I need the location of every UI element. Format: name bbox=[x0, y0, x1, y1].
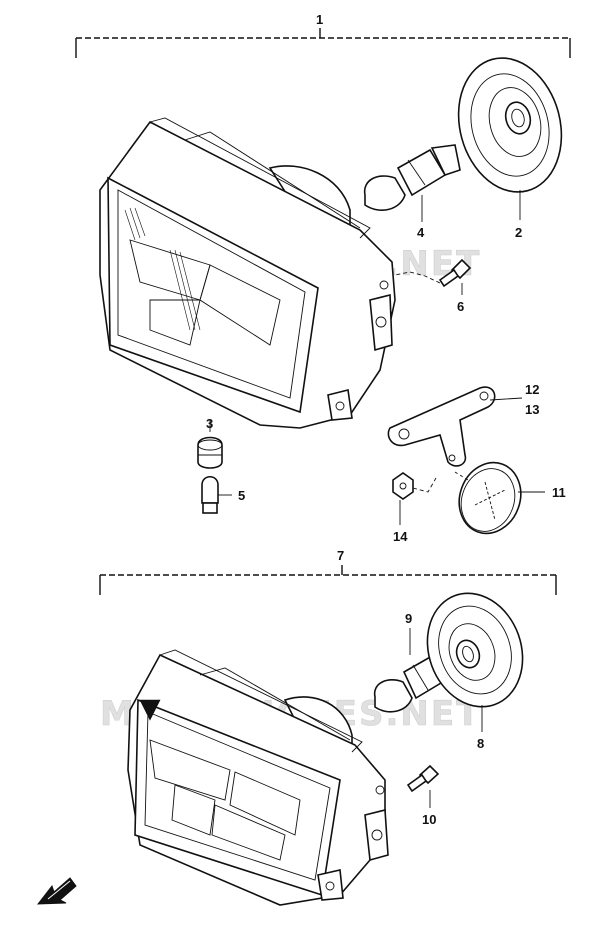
nut-14 bbox=[392, 472, 414, 500]
label-8: 8 bbox=[477, 736, 484, 751]
label-14: 14 bbox=[393, 529, 408, 544]
headlamp-housing-bottom bbox=[127, 649, 389, 906]
leader-12 bbox=[489, 397, 523, 401]
screw-10 bbox=[406, 764, 440, 793]
label-4: 4 bbox=[417, 225, 425, 240]
front-arrow-icon bbox=[36, 877, 77, 905]
bulb-4 bbox=[363, 144, 461, 211]
label-9: 9 bbox=[405, 611, 412, 626]
label-7: 7 bbox=[337, 548, 344, 563]
assembly-1-bracket bbox=[75, 28, 571, 58]
label-11: 11 bbox=[552, 485, 566, 500]
label-6: 6 bbox=[457, 299, 464, 314]
leader-6-dash bbox=[394, 271, 441, 284]
socket-cover-8 bbox=[426, 592, 524, 708]
screw-6 bbox=[438, 258, 472, 288]
leader-14-dash bbox=[412, 477, 437, 493]
bracket-12-13 bbox=[387, 386, 496, 467]
label-3: 3 bbox=[206, 416, 213, 431]
bulb-5 bbox=[201, 475, 219, 514]
label-1: 1 bbox=[316, 12, 323, 27]
label-2: 2 bbox=[515, 225, 522, 240]
label-13: 13 bbox=[525, 402, 539, 417]
leader-11-dash bbox=[454, 471, 469, 481]
bulb-holder-3 bbox=[197, 436, 223, 469]
socket-cover-2 bbox=[457, 57, 563, 193]
label-12: 12 bbox=[525, 382, 539, 397]
label-5: 5 bbox=[238, 488, 245, 503]
label-10: 10 bbox=[422, 812, 436, 827]
headlamp-housing-top bbox=[99, 117, 396, 429]
assembly-7-bracket bbox=[99, 565, 557, 595]
cap-11 bbox=[458, 461, 522, 535]
